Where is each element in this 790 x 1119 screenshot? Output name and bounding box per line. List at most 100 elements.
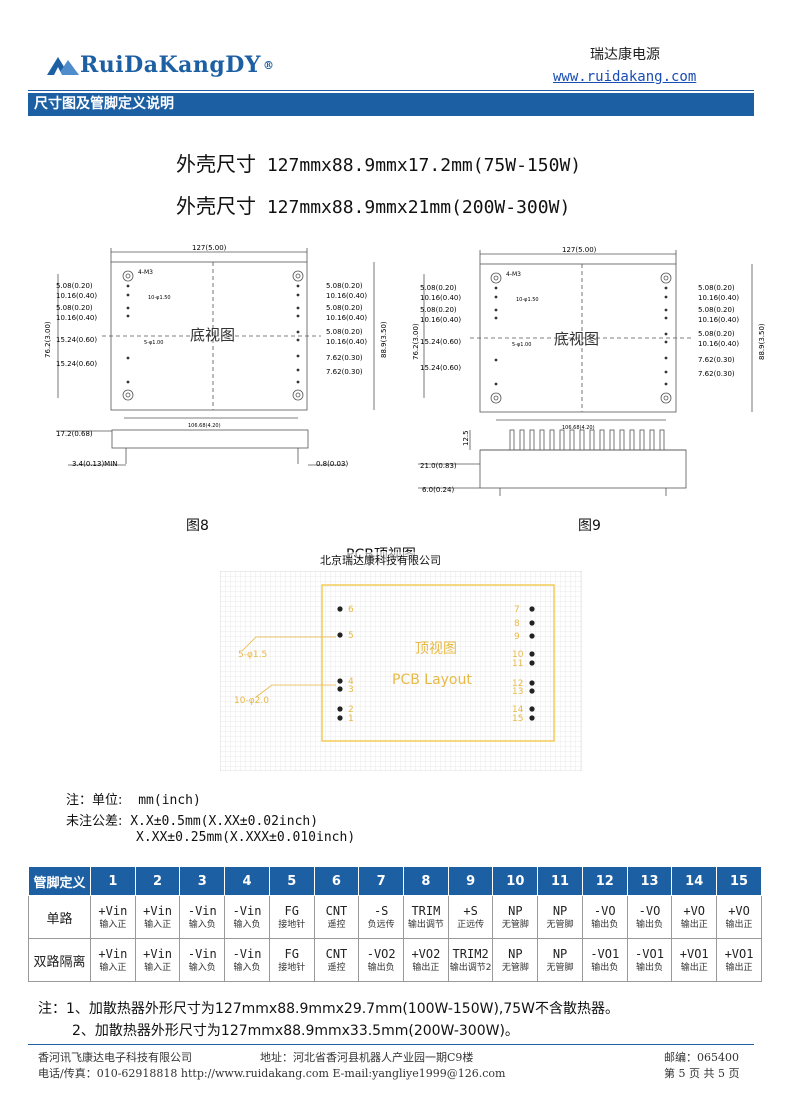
pin-function: -VO1: [635, 946, 664, 961]
pcb-right-pin: 15: [512, 714, 523, 724]
pcb-right-pin: 9: [514, 632, 520, 642]
pin-description: 输出负: [635, 962, 663, 973]
fig8-right-label: 7.62(0.30): [326, 354, 363, 362]
fig8-hole-label: 4-M3: [138, 269, 153, 276]
pcb-left-pin: 3: [348, 685, 354, 695]
dimension-prefix: 外壳尺寸: [176, 152, 256, 176]
pin-function: -Vin: [187, 903, 217, 918]
pin-number-header: 3: [179, 866, 226, 896]
pin-number-header: 12: [581, 866, 628, 896]
pin-function: -VO: [593, 903, 616, 918]
logo-text: RuiDaKangDY: [80, 52, 262, 78]
pin-description: 输出负: [367, 962, 395, 973]
pcb-overlay-text: 北京瑞达康科技有限公司: [320, 552, 441, 568]
pin-description: 输出正: [680, 919, 708, 930]
pin-description: 无管脚: [501, 919, 529, 930]
fig8-top-dim: 127(5.00): [192, 244, 227, 252]
fig9-bottom-dim: 106.68(4.20): [562, 425, 595, 431]
pin-description: 接地针: [278, 919, 306, 930]
logo-mountain-icon: [47, 57, 79, 75]
pcb-note-10: 10-φ2.0: [234, 696, 269, 706]
fig9-right-label: 7.62(0.30): [698, 356, 735, 364]
fig8-center-label: 底视图: [190, 326, 235, 344]
fig8-right-label: 7.62(0.30): [326, 368, 363, 376]
website-link[interactable]: www.ruidakang.com: [553, 69, 697, 85]
pcb-left-pin: 4: [348, 677, 354, 687]
fig8-left-label: 15.24(0.60): [56, 336, 97, 344]
pin-description: 正远传: [457, 919, 485, 930]
fig8-left-label: 5.08(0.20): [56, 304, 93, 312]
pin-description: 输入正: [99, 962, 127, 973]
fig8-left-label: 15.24(0.60): [56, 360, 97, 368]
pin-description: 输出调节: [407, 919, 444, 930]
fig9-pin-dia-10: 10-φ1.50: [516, 297, 539, 303]
fig9-side-height: 21.0(0.83): [420, 462, 457, 470]
pin-description: 输入负: [188, 962, 216, 973]
figure-9-caption: 图9: [578, 518, 601, 534]
fig8-right-label: 5.08(0.20): [326, 328, 363, 336]
fig9-side-pin: 6.0(0.24): [422, 486, 454, 494]
fig8-pin-dia-10: 10-φ1.50: [148, 295, 171, 301]
pin-function: +VO1: [724, 946, 754, 961]
pin-function: +VO: [683, 903, 706, 918]
footer-company: 香河讯飞康达电子科技有限公司: [38, 1051, 192, 1064]
pin-description: 输出调节2: [449, 962, 492, 973]
pcb-center-cn: 顶视图: [415, 641, 457, 657]
pcb-right-pin: 8: [514, 619, 520, 629]
unit-value: mm(inch): [138, 793, 201, 808]
pin-number-header: 8: [403, 866, 449, 896]
fig8-right-label: 5.08(0.20): [326, 282, 363, 290]
footer-rule: [28, 1044, 754, 1045]
pcb-right-pin: 13: [512, 687, 523, 697]
fig9-right-dim: 88.9(3.50): [758, 323, 766, 360]
pin-description: 无管脚: [501, 962, 529, 973]
pin-function: +Vin: [98, 946, 128, 961]
pin-function: NP: [552, 946, 568, 961]
pin-function: TRIM: [411, 903, 441, 918]
fig8-side-right: 0.8(0.03): [316, 460, 348, 468]
fig8-right-label: 10.16(0.40): [326, 292, 367, 300]
fig9-right-label: 5.08(0.20): [698, 284, 735, 292]
pin-function: +VO1: [679, 946, 709, 961]
tolerance-line-2: X.XX±0.25mm(X.XXX±0.010inch): [136, 830, 356, 845]
row-label: 单路: [28, 895, 91, 939]
heatsink-note-2: 2、加散热器外形尺寸为127mmx88.9mmx33.5mm(200W-300W…: [72, 1023, 519, 1039]
company-name: 瑞达康电源: [590, 47, 660, 63]
fig8-side-height: 17.2(0.68): [56, 430, 93, 438]
pin-description: 接地针: [278, 962, 306, 973]
pin-function: -VO2: [366, 946, 396, 961]
pin-number-header: 2: [134, 866, 181, 896]
pin-number-header: 11: [537, 866, 583, 896]
fig8-bottom-dim: 106.68(4.20): [188, 423, 221, 429]
pin-function: NP: [508, 946, 523, 961]
pcb-layout-drawing: 6 5 4 3 2 1 7 8 9 10 11 12 13 14 15 顶视图 …: [220, 571, 582, 771]
fig9-left-label: 10.16(0.40): [420, 294, 461, 302]
pin-number-header: 4: [224, 866, 270, 896]
pin-function: -VO1: [590, 946, 620, 961]
pin-function: TRIM2: [452, 946, 489, 961]
pin-number-header: 14: [671, 866, 718, 896]
fig9-pin-dia-5: 5-φ1.00: [512, 342, 531, 348]
